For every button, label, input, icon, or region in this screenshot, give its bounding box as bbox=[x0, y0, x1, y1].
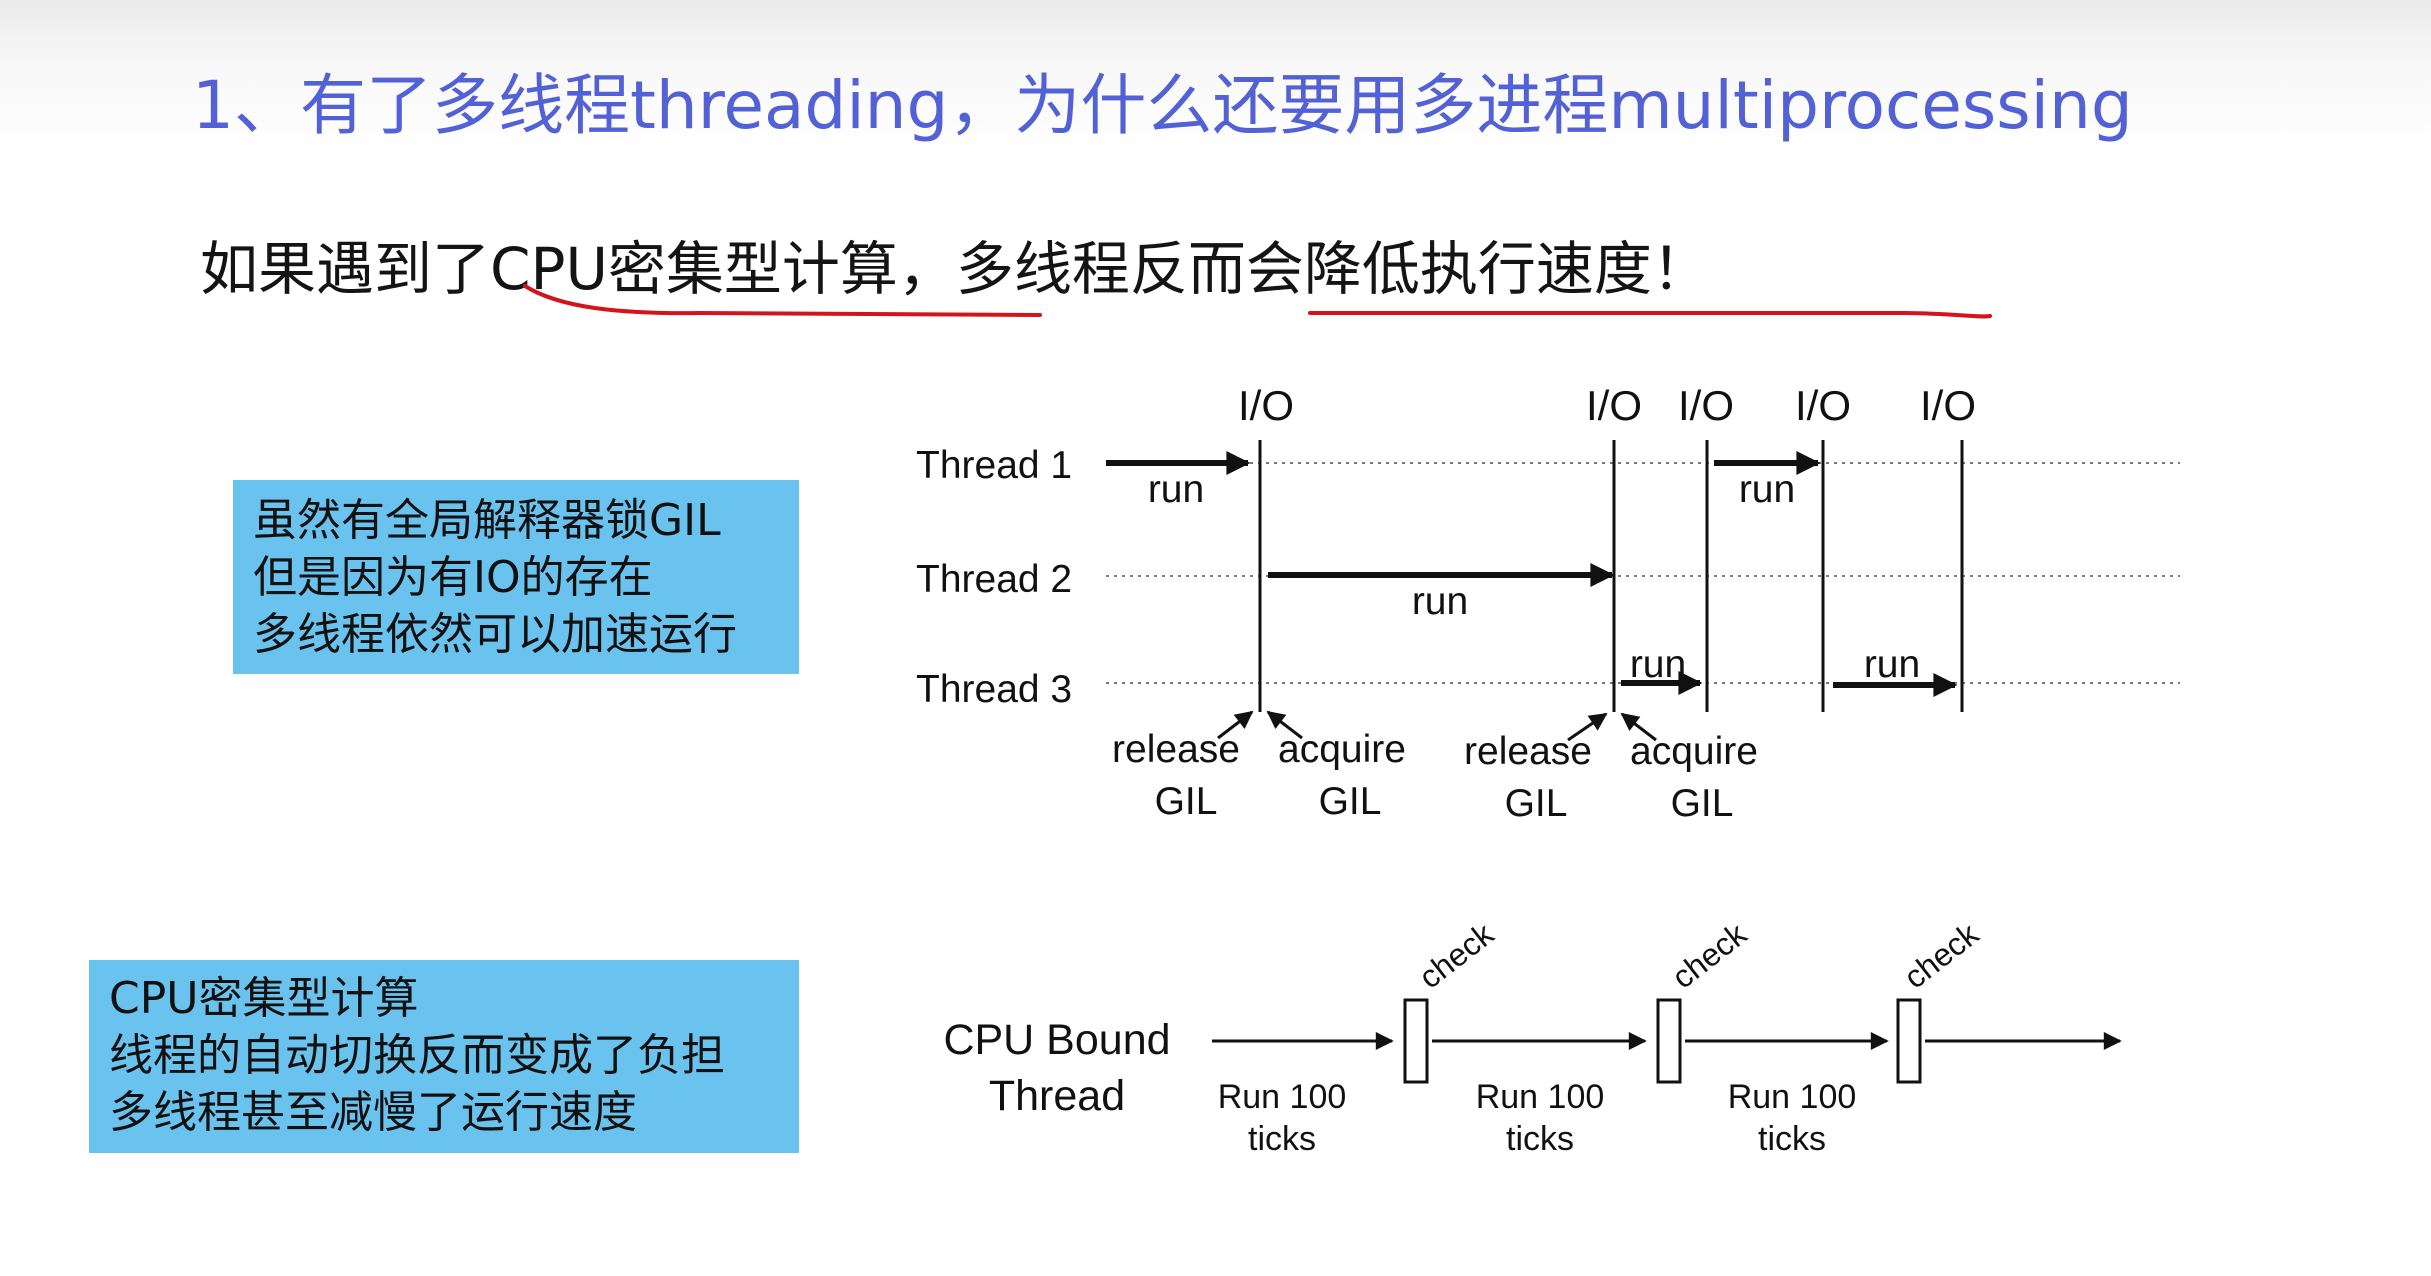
note-cpu-line-2: 线程的自动切换反而变成了负担 bbox=[109, 1030, 725, 1081]
release-gil-label-2: GIL bbox=[1505, 782, 1568, 825]
run-ticks-label-2-line-1: Run 100 bbox=[1476, 1078, 1605, 1116]
underline-slowdown bbox=[1308, 311, 1992, 319]
check-box-1 bbox=[1403, 998, 1429, 1084]
cpu-thread-label-line-1: CPU Bound bbox=[943, 1016, 1170, 1064]
io-label-3: I/O bbox=[1678, 382, 1734, 429]
acquire-gil-label-1: GIL bbox=[1319, 780, 1382, 823]
note-cpu-line-3: 多线程甚至减慢了运行速度 bbox=[109, 1087, 637, 1138]
check-label-1: check bbox=[1412, 915, 1501, 995]
underline-cpu bbox=[523, 284, 1042, 317]
acquire-label-1: acquire bbox=[1278, 728, 1406, 771]
note-io-line-3: 多线程依然可以加速运行 bbox=[253, 609, 737, 660]
check-box-3 bbox=[1896, 998, 1922, 1084]
note-cpu-line-1: CPU密集型计算 bbox=[109, 973, 419, 1024]
io-label-5: I/O bbox=[1920, 382, 1976, 429]
io-label-4: I/O bbox=[1795, 382, 1851, 429]
acquire-arrow-1 bbox=[1266, 710, 1303, 740]
thread-3-label: Thread 3 bbox=[916, 668, 1072, 711]
run-ticks-label-1-line-1: Run 100 bbox=[1218, 1078, 1347, 1116]
release-arrow-1 bbox=[1217, 710, 1254, 740]
check-label-3: check bbox=[1897, 915, 1986, 995]
release-label-2: release bbox=[1464, 730, 1592, 773]
release-label-1: release bbox=[1112, 728, 1240, 771]
check-label-2: check bbox=[1665, 915, 1754, 995]
thread-1-label: Thread 1 bbox=[916, 444, 1072, 487]
cpu-thread-label-line-2: Thread bbox=[989, 1072, 1125, 1120]
release-arrow-2 bbox=[1567, 712, 1608, 742]
acquire-arrow-2 bbox=[1620, 712, 1657, 742]
run-label-thread-1-a: run bbox=[1148, 468, 1204, 511]
release-gil-label-1: GIL bbox=[1155, 780, 1218, 823]
note-io-line-2: 但是因为有IO的存在 bbox=[253, 552, 653, 603]
acquire-label-2: acquire bbox=[1630, 730, 1758, 773]
note-cpu-box: CPU密集型计算 线程的自动切换反而变成了负担 多线程甚至减慢了运行速度 bbox=[89, 960, 799, 1153]
io-label-2: I/O bbox=[1586, 382, 1642, 429]
slide-subtitle: 如果遇到了CPU密集型计算，多线程反而会降低执行速度！ bbox=[200, 235, 1710, 303]
run-label-thread-3-b: run bbox=[1864, 643, 1920, 686]
note-io-line-1: 虽然有全局解释器锁GIL bbox=[253, 495, 721, 546]
check-box-2 bbox=[1656, 998, 1682, 1084]
slide-title: 1、有了多线程threading，为什么还要用多进程multiprocessin… bbox=[192, 67, 2133, 144]
acquire-gil-label-2: GIL bbox=[1671, 782, 1734, 825]
run-ticks-label-2-line-2: ticks bbox=[1506, 1120, 1574, 1158]
run-ticks-label-3-line-2: ticks bbox=[1758, 1120, 1826, 1158]
run-ticks-label-3-line-1: Run 100 bbox=[1728, 1078, 1857, 1116]
thread-2-label: Thread 2 bbox=[916, 558, 1072, 601]
run-label-thread-1-b: run bbox=[1739, 468, 1795, 511]
run-label-thread-2: run bbox=[1412, 580, 1468, 623]
note-io-box: 虽然有全局解释器锁GIL 但是因为有IO的存在 多线程依然可以加速运行 bbox=[233, 480, 799, 674]
run-label-thread-3-a: run bbox=[1630, 643, 1686, 686]
io-label-1: I/O bbox=[1238, 382, 1294, 429]
run-ticks-label-1-line-2: ticks bbox=[1248, 1120, 1316, 1158]
